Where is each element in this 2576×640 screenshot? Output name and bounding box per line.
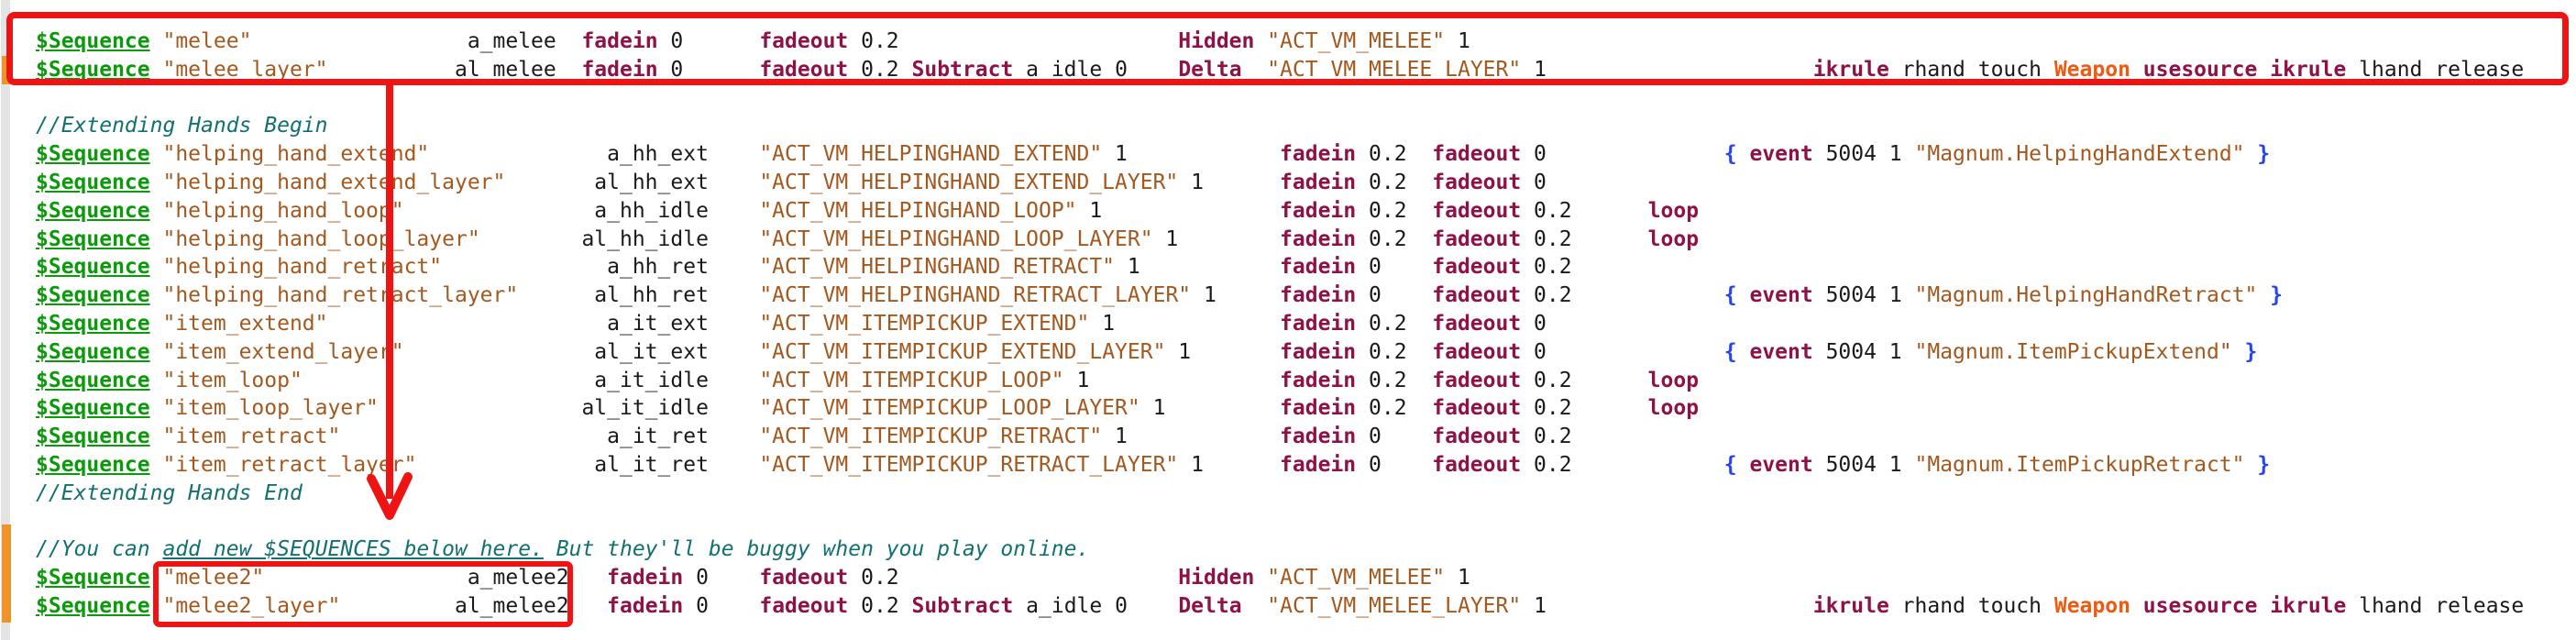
editor-bookmark-margin	[1, 0, 10, 640]
code-line[interactable]: //Extending Hands End	[36, 480, 303, 505]
code-line[interactable]: $Sequence "helping_hand_loop" a_hh_idle …	[36, 198, 1700, 223]
code-line[interactable]: $Sequence "helping_hand_extend" a_hh_ext…	[36, 142, 2271, 167]
code-area[interactable]: $Sequence "melee" a_melee fadein 0 fadeo…	[36, 28, 2524, 621]
code-line[interactable]: $Sequence "melee2" a_melee2 fadein 0 fad…	[36, 566, 1470, 590]
code-line[interactable]	[36, 84, 2524, 113]
code-line[interactable]: $Sequence "item_extend" a_it_ext "ACT_VM…	[36, 311, 1547, 336]
code-line[interactable]: $Sequence "item_retract" a_it_ret "ACT_V…	[36, 425, 1572, 449]
code-line[interactable]: $Sequence "helping_hand_retract_layer" a…	[36, 283, 2284, 308]
code-line[interactable]: $Sequence "helping_hand_extend_layer" al…	[36, 170, 1547, 194]
code-line[interactable]: $Sequence "melee_layer" al_melee fadein …	[36, 57, 2525, 82]
code-line[interactable]: $Sequence "helping_hand_retract" a_hh_re…	[36, 255, 1572, 280]
code-line[interactable]: $Sequence "melee2_layer" al_melee2 fadei…	[36, 593, 2525, 618]
modified-line-marker-bottom	[2, 524, 11, 623]
modified-line-marker-top	[2, 56, 11, 84]
code-line[interactable]: $Sequence "item_retract_layer" al_it_ret…	[36, 452, 2271, 477]
code-line[interactable]: $Sequence "item_loop_layer" al_it_idle "…	[36, 396, 1700, 421]
code-line[interactable]: $Sequence "item_extend_layer" al_it_ext …	[36, 339, 2258, 364]
code-line[interactable]: $Sequence "melee" a_melee fadein 0 fadeo…	[36, 29, 1470, 53]
code-line[interactable]: $Sequence "helping_hand_loop_layer" al_h…	[36, 226, 1700, 251]
code-line[interactable]	[36, 508, 2524, 536]
code-line[interactable]: //You can add new $SEQUENCES below here.…	[36, 537, 1090, 562]
code-line[interactable]: //Extending Hands Begin	[36, 114, 328, 138]
code-line[interactable]: $Sequence "item_loop" a_it_idle "ACT_VM_…	[36, 368, 1700, 392]
